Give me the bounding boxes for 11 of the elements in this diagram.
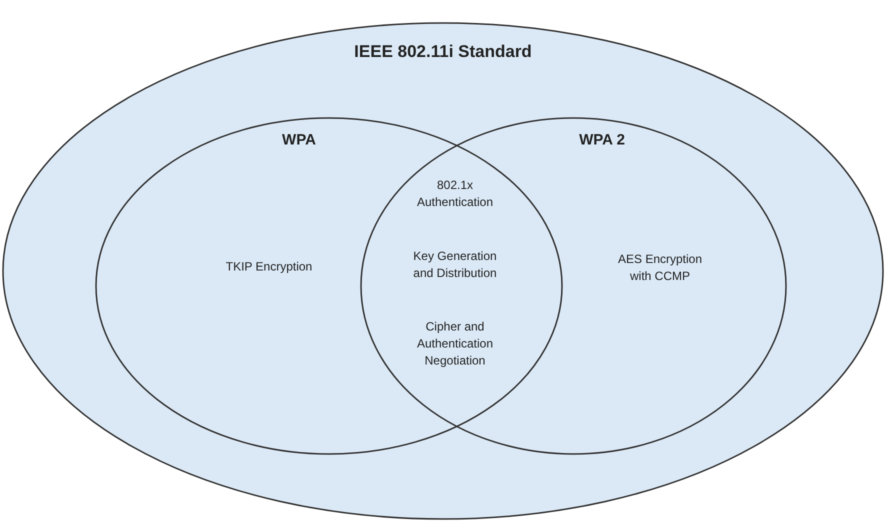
set-circle — [360, 117, 787, 455]
outer-ellipse — [2, 22, 884, 520]
set-title: IEEE 802.11i Standard — [354, 42, 532, 62]
overlap-item: 802.1x Authentication — [416, 177, 494, 211]
overlap-item: Key Generation and Distribution — [412, 248, 498, 282]
set-title: WPA 2 — [579, 132, 625, 148]
set-title: WPA — [282, 132, 316, 148]
set-item: TKIP Encryption — [224, 258, 314, 276]
set-item: AES Encryption with CCMP — [616, 251, 704, 285]
overlap-item: Cipher and Authentication Negotiation — [416, 318, 494, 370]
set-circle — [95, 117, 563, 455]
